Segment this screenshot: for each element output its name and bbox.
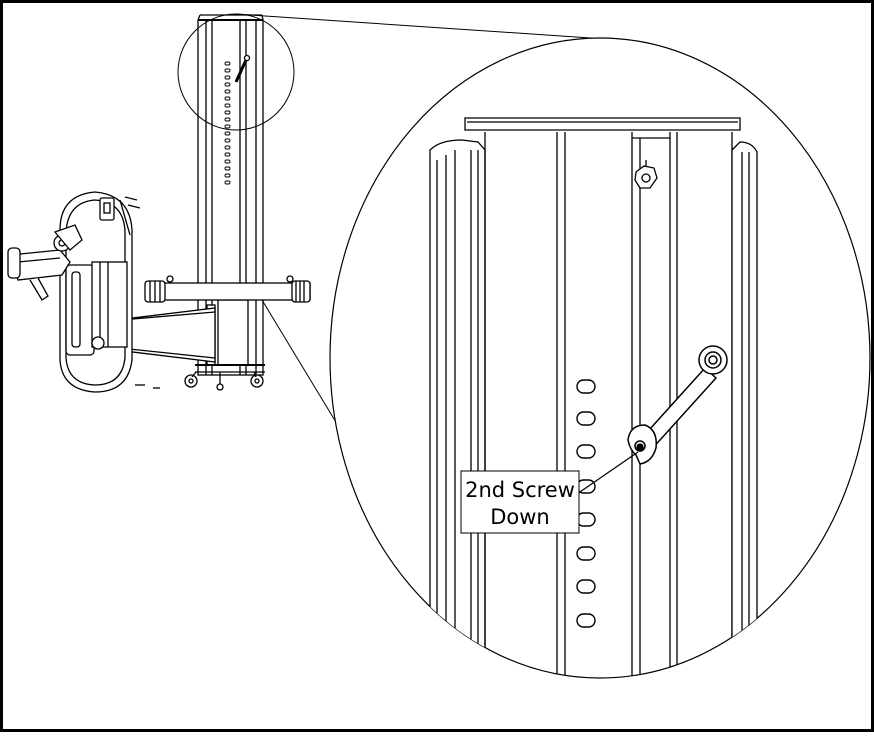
callout-line-2: Down [490,505,550,529]
callout-line-1: 2nd Screw [465,478,575,502]
wrench-icon [627,345,728,465]
crank-housing [59,191,160,393]
detail-circle [329,37,871,679]
small-wrench-icon [234,54,251,83]
screw-icon [636,443,644,451]
right-extrusion [731,141,758,678]
machine-overview [7,13,362,393]
column-top-cap [464,117,741,131]
caster-wheels [184,371,264,391]
callout-leader [576,451,639,495]
cross-bar [144,275,311,303]
callout-label: 2nd Screw Down [460,470,580,534]
detail-view [429,117,758,678]
adjustment-holes [224,61,231,185]
left-extrusion [429,139,486,678]
slot-holes [576,379,596,628]
handle-console [7,196,141,301]
nut-icon [634,160,658,189]
